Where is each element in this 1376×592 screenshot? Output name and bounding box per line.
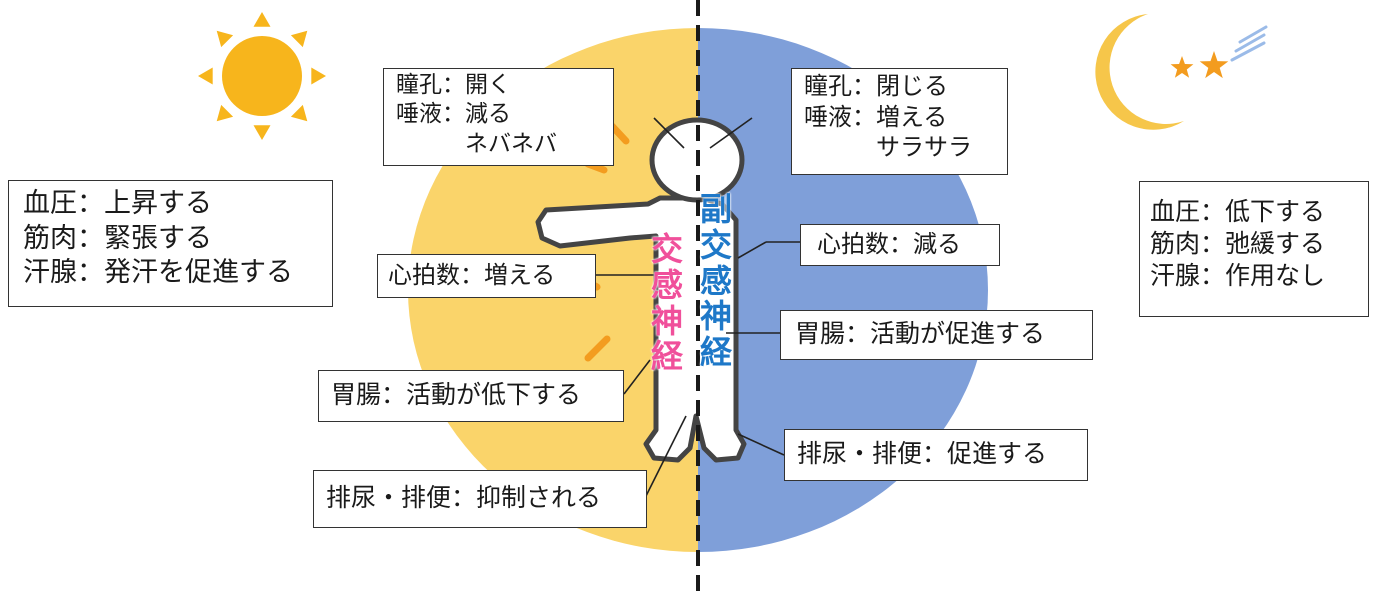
sym-label-char: 交	[651, 230, 684, 268]
sym-pupil-line: 瞳孔：開く	[396, 72, 511, 98]
sun-ray	[311, 67, 326, 85]
pointer-lines	[596, 117, 800, 497]
shooting-star-streaks	[1230, 25, 1268, 62]
para-stomach-box: 胃腸：活動が促進する	[780, 310, 1093, 360]
sym-heart-box: 心拍数：増える	[377, 254, 596, 298]
sun-ray	[290, 104, 308, 122]
sym-excretion-box: 排尿・排便：抑制される	[313, 470, 647, 528]
para-pupil-line: 瞳孔：閉じる	[804, 72, 948, 100]
sun-icon	[198, 12, 326, 140]
sym-stomach-box: 胃腸：活動が低下する	[318, 370, 624, 422]
para-stomach-text: 胃腸：活動が促進する	[795, 319, 1046, 348]
sym-label-char: 感	[651, 265, 684, 304]
para-heart-text: 心拍数：減る	[817, 230, 961, 258]
sym-label-char: 経	[651, 337, 684, 376]
sun-ray	[216, 104, 234, 122]
sym-saliva-line: 唾液：減る	[396, 101, 511, 128]
moon-icon	[1095, 14, 1184, 130]
para-label-char: 感	[700, 261, 733, 300]
para-saliva-line: 唾液：増える	[804, 102, 948, 131]
sym-general-box: 血圧：上昇する 筋肉：緊張する 汗腺：発汗を促進する	[8, 180, 333, 307]
para-excretion-box: 排尿・排便：促進する	[784, 429, 1088, 481]
sym-heart-text: 心拍数：増える	[388, 261, 556, 289]
sym-label-char: 神	[651, 301, 684, 340]
sun-ray	[253, 12, 271, 27]
sympathetic-nerve-label: 交 感 神 経	[651, 230, 684, 376]
sym-muscle: 筋肉：緊張する	[23, 222, 212, 254]
para-label-char: 経	[700, 333, 733, 372]
para-heart-box: 心拍数：減る	[800, 224, 1000, 266]
sun-ray	[216, 30, 234, 48]
sun-ray	[253, 125, 271, 140]
para-pupil-saliva-box: 瞳孔：閉じる 唾液：増える サラサラ	[791, 68, 1008, 175]
sym-pupil-saliva-box: 瞳孔：開く 唾液：減る ネバネバ	[383, 68, 614, 166]
sym-sweat-gland: 汗腺：発汗を促進する	[23, 257, 293, 289]
sym-stomach-text: 胃腸：活動が低下する	[331, 380, 582, 409]
sun-ray	[290, 30, 308, 48]
para-excretion-text: 排尿・排便：促進する	[797, 439, 1048, 468]
sun-ray	[198, 67, 213, 85]
star-icon	[1170, 51, 1229, 79]
para-label-char: 神	[700, 297, 733, 336]
para-general-box: 血圧：低下する 筋肉：弛緩する 汗腺：作用なし	[1139, 181, 1369, 317]
para-label-char: 副	[700, 190, 733, 228]
sym-excretion-text: 排尿・排便：抑制される	[326, 483, 602, 512]
parasympathetic-nerve-label: 副 交 感 神 経	[700, 190, 733, 372]
sym-saliva-detail: ネバネバ	[396, 130, 557, 157]
para-saliva-detail: サラサラ	[804, 133, 972, 162]
para-muscle: 筋肉：弛緩する	[1150, 229, 1326, 258]
para-sweat-gland: 汗腺：作用なし	[1150, 261, 1326, 290]
sym-blood-pressure: 血圧：上昇する	[23, 188, 212, 219]
para-label-char: 交	[700, 225, 733, 264]
para-blood-pressure: 血圧：低下する	[1150, 197, 1326, 226]
